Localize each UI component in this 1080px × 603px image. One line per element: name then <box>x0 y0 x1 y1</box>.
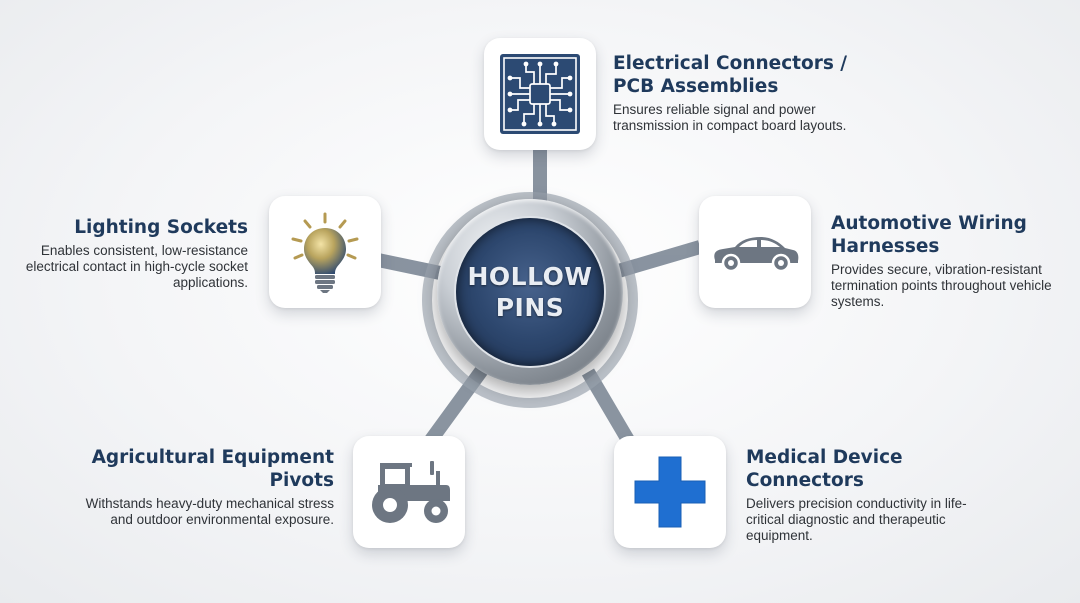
hub-title: HOLLOW PINS <box>467 262 593 322</box>
hub-face: HOLLOW PINS <box>456 218 604 366</box>
car-icon <box>714 237 799 272</box>
connector-agricultural <box>425 365 488 445</box>
medical-description: Delivers precision conductivity in life-… <box>746 496 967 543</box>
circuit-board-icon <box>500 54 580 134</box>
lighting-label: Lighting Sockets Enables consistent, low… <box>12 216 248 291</box>
central-hub: HOLLOW PINS <box>437 199 623 385</box>
lighting-title: Lighting Sockets <box>74 217 248 238</box>
tractor-icon <box>372 461 450 523</box>
agricultural-label: Agricultural Equipment Pivots Withstands… <box>84 446 334 528</box>
pcb-card <box>484 38 596 150</box>
automotive-description: Provides secure, vibration-resistant ter… <box>831 262 1052 309</box>
agricultural-card <box>353 436 465 548</box>
medical-cross-icon <box>634 456 706 528</box>
lighting-description: Enables consistent, low-resistance elect… <box>25 243 248 290</box>
medical-title: Medical Device Connectors <box>746 447 903 491</box>
agricultural-description: Withstands heavy-duty mechanical stress … <box>85 496 334 527</box>
automotive-title: Automotive Wiring Harnesses <box>831 213 1027 257</box>
hub-outer-ring <box>422 192 638 408</box>
light-bulb-icon <box>291 212 359 293</box>
pcb-title: Electrical Connectors / PCB Assemblies <box>613 53 848 97</box>
automotive-card <box>699 196 811 308</box>
pcb-label: Electrical Connectors / PCB Assemblies E… <box>613 52 873 134</box>
medical-label: Medical Device Connectors Delivers preci… <box>746 446 986 544</box>
medical-card <box>614 436 726 548</box>
automotive-label: Automotive Wiring Harnesses Provides sec… <box>831 212 1071 310</box>
pcb-description: Ensures reliable signal and power transm… <box>613 102 847 133</box>
lighting-card <box>269 196 381 308</box>
agricultural-title: Agricultural Equipment Pivots <box>91 447 334 491</box>
